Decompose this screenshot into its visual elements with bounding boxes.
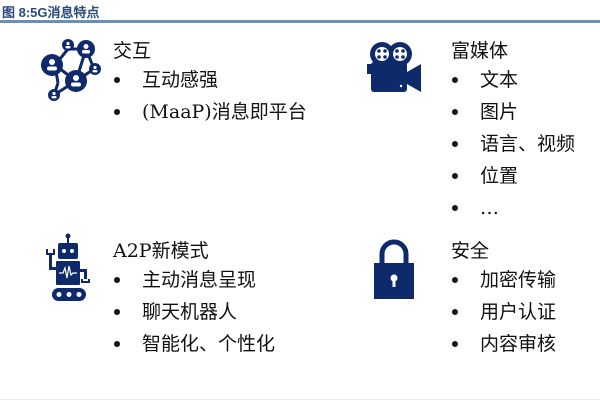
section-items: 加密传输 用户认证 内容审核	[450, 264, 556, 360]
list-item: 语言、视频	[450, 128, 575, 160]
movie-camera-icon	[367, 42, 421, 92]
bullet-icon	[452, 173, 458, 179]
bullet-icon	[114, 277, 120, 283]
bullet-icon	[114, 309, 120, 315]
bullet-icon	[114, 109, 120, 115]
bullet-icon	[114, 341, 120, 347]
section-items: 互动感强 (MaaP)消息即平台	[112, 64, 307, 128]
bullet-icon	[452, 109, 458, 115]
robot-icon	[46, 233, 90, 301]
list-item: 文本	[450, 64, 575, 96]
title-divider	[0, 20, 600, 23]
bullet-icon	[452, 205, 458, 211]
section-heading: 交互	[113, 40, 152, 62]
padlock-icon	[374, 239, 414, 299]
list-item: 图片	[450, 96, 575, 128]
figure-title: 图 8:5G消息特点	[2, 5, 100, 20]
section-heading: 富媒体	[451, 40, 509, 62]
bullet-icon	[452, 141, 458, 147]
section-heading: 安全	[451, 240, 490, 262]
section-heading: A2P新模式	[113, 240, 209, 262]
list-item: 聊天机器人	[112, 296, 275, 328]
list-item: 智能化、个性化	[112, 328, 275, 360]
list-item: (MaaP)消息即平台	[112, 96, 307, 128]
list-item: 位置	[450, 160, 575, 192]
bullet-icon	[452, 341, 458, 347]
list-item: …	[450, 192, 575, 224]
list-item: 用户认证	[450, 296, 556, 328]
list-item: 互动感强	[112, 64, 307, 96]
bullet-icon	[452, 309, 458, 315]
bullet-icon	[452, 77, 458, 83]
list-item: 内容审核	[450, 328, 556, 360]
bullet-icon	[114, 77, 120, 83]
network-people-icon	[41, 39, 101, 101]
list-item: 主动消息呈现	[112, 264, 275, 296]
section-items: 主动消息呈现 聊天机器人 智能化、个性化	[112, 264, 275, 360]
list-item: 加密传输	[450, 264, 556, 296]
bullet-icon	[452, 277, 458, 283]
section-items: 文本 图片 语言、视频 位置 …	[450, 64, 575, 224]
